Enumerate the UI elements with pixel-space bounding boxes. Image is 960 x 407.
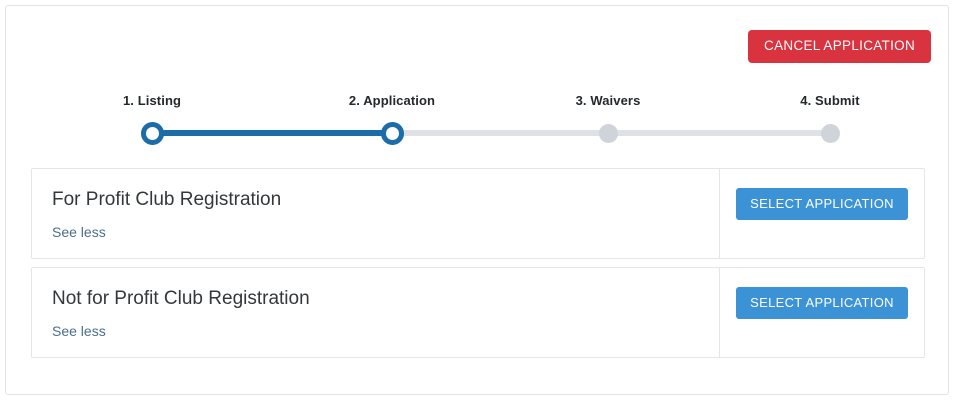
progress-stepper: 1. Listing 2. Application 3. Waivers 4. … [6,94,950,152]
cancel-application-button[interactable]: CANCEL APPLICATION [748,30,931,63]
application-title: Not for Profit Club Registration [52,287,310,309]
application-card-action: SELECT APPLICATION [720,169,924,258]
stepper-track [152,130,830,136]
stepper-node-4[interactable] [820,124,840,143]
application-card: Not for Profit Club Registration See les… [31,266,925,358]
cancel-application-row: CANCEL APPLICATION [748,30,931,63]
select-application-button[interactable]: SELECT APPLICATION [736,188,908,220]
stepper-node-1[interactable] [140,122,164,145]
stepper-step-2[interactable]: 2. Application [292,94,492,107]
application-card: For Profit Club Registration See less SE… [31,168,925,259]
application-card-action: SELECT APPLICATION [720,268,924,357]
stepper-step-1[interactable]: 1. Listing [52,94,252,107]
application-card-body: For Profit Club Registration See less [32,169,720,258]
stepper-step-3-label: 3. Waivers [575,93,641,108]
application-panel: CANCEL APPLICATION 1. Listing 2. Applica… [5,5,949,395]
stepper-step-4-label: 4. Submit [800,93,860,108]
stepper-track-fill [152,130,392,136]
application-see-less-link[interactable]: See less [52,322,106,339]
stepper-step-2-label: 2. Application [348,93,436,108]
stepper-step-3[interactable]: 3. Waivers [508,94,708,107]
stepper-node-2[interactable] [380,122,404,145]
stepper-step-1-label: 1. Listing [122,93,182,108]
select-application-button[interactable]: SELECT APPLICATION [736,286,908,319]
application-list: For Profit Club Registration See less SE… [31,168,925,366]
application-see-less-link[interactable]: See less [52,223,106,240]
application-title: For Profit Club Registration [52,189,282,210]
stepper-node-3[interactable] [598,124,618,143]
stepper-step-4[interactable]: 4. Submit [730,94,930,107]
application-card-body: Not for Profit Club Registration See les… [32,267,720,357]
